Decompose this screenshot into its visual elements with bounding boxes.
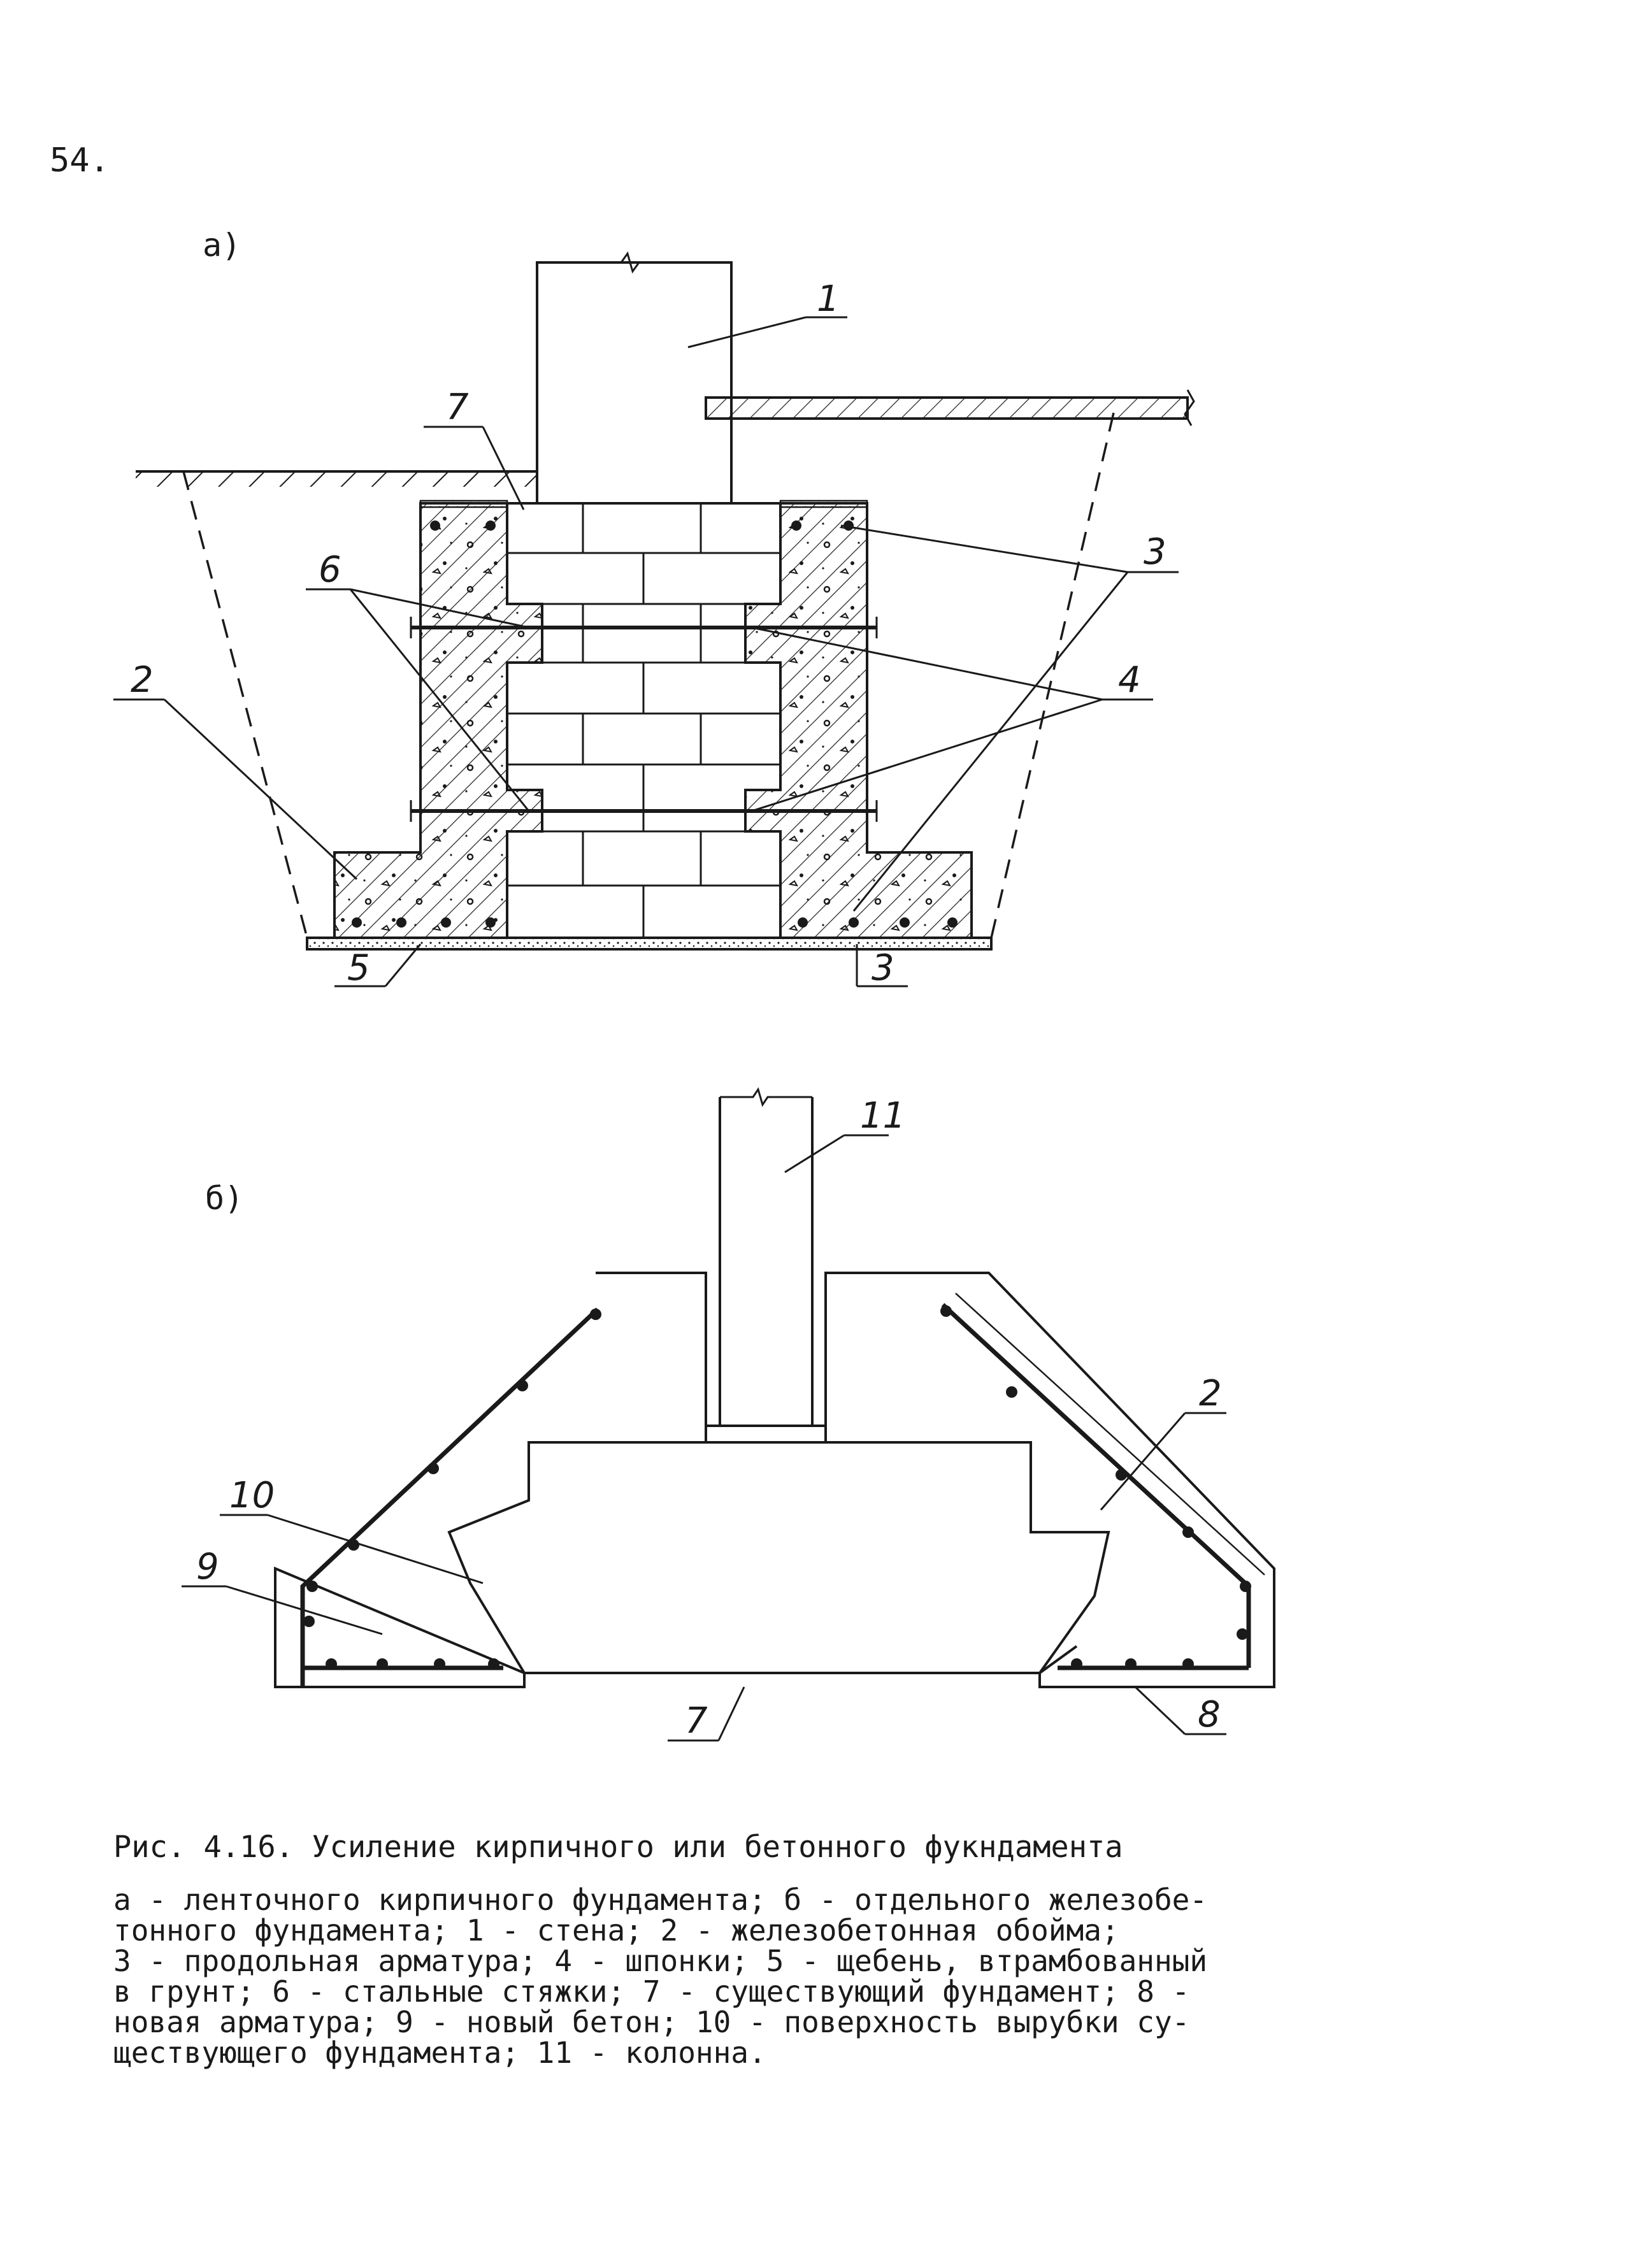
subfigure-a: а) <box>113 227 1195 989</box>
ground-hatch <box>136 471 537 487</box>
subfigure-a-label: а) <box>203 227 241 264</box>
break-mark-column <box>720 1087 812 1107</box>
label-casing-b: 2 <box>1199 1373 1222 1414</box>
concrete-casing-left <box>333 502 543 939</box>
label-ties: 6 <box>319 549 341 591</box>
new-concrete-outline <box>274 1272 1275 1688</box>
trench-left <box>182 471 308 938</box>
casing-outer-line <box>955 1293 1265 1575</box>
label-gravel: 5 <box>347 947 370 989</box>
subfigure-b-label: б) <box>205 1180 243 1217</box>
wall <box>536 261 733 503</box>
legend-line: 3 - продольная арматура; 4 - шпонки; 5 -… <box>113 1944 1208 1978</box>
steel-ties <box>410 617 878 822</box>
label-column: 11 <box>860 1095 905 1137</box>
legend-line: тонного фундамента; 1 - стена; 2 - желез… <box>113 1913 1119 1948</box>
concrete-casing-right <box>744 502 973 939</box>
label-new-rebar: 8 <box>1198 1694 1221 1735</box>
subfigure-b: б) <box>182 1087 1275 1742</box>
figure-caption-title: Рис. 4.16. Усиление кирпичного или бетон… <box>113 1830 1123 1865</box>
page-number: 54. <box>50 141 110 180</box>
longitudinal-rebar <box>352 520 958 928</box>
label-existing-a: 7 <box>446 387 469 428</box>
break-mark-wall <box>537 251 731 274</box>
figure-caption-legend: а - ленточного кирпичного фундамента; б … <box>113 1884 1324 2068</box>
legend-line: ществующего фундамента; 11 - колонна. <box>113 2035 766 2070</box>
label-new-concrete: 9 <box>196 1546 219 1588</box>
leader-lines-a <box>113 316 1179 987</box>
casing-cap-left <box>419 499 508 508</box>
floor-slab <box>705 396 1189 420</box>
existing-brick-foundation <box>506 502 782 939</box>
legend-line: новая арматура; 9 - новый бетон; 10 - по… <box>113 2005 1190 2039</box>
new-rebar-left <box>300 1307 599 1687</box>
leader-lines-b <box>182 1134 1226 1742</box>
break-mark-slab <box>1184 389 1195 426</box>
label-keys: 4 <box>1118 659 1141 701</box>
existing-foundation-b <box>447 1426 1110 1674</box>
label-rebar-bottom: 3 <box>872 947 894 989</box>
label-rebar-top: 3 <box>1144 531 1166 573</box>
label-cut-surface: 10 <box>229 1475 275 1516</box>
label-existing-b: 7 <box>685 1700 708 1742</box>
legend-line: а - ленточного кирпичного фундамента; б … <box>113 1883 1208 1917</box>
column <box>719 1097 814 1427</box>
casing-cap-right <box>779 499 868 508</box>
rebar-dots-b <box>303 1305 1251 1670</box>
trench-right <box>990 412 1115 938</box>
legend-line: в грунт; 6 - стальные стяжки; 7 - сущест… <box>113 1974 1190 2009</box>
label-casing-a: 2 <box>131 659 154 701</box>
label-wall: 1 <box>817 278 840 320</box>
new-rebar-right <box>941 1303 1251 1668</box>
